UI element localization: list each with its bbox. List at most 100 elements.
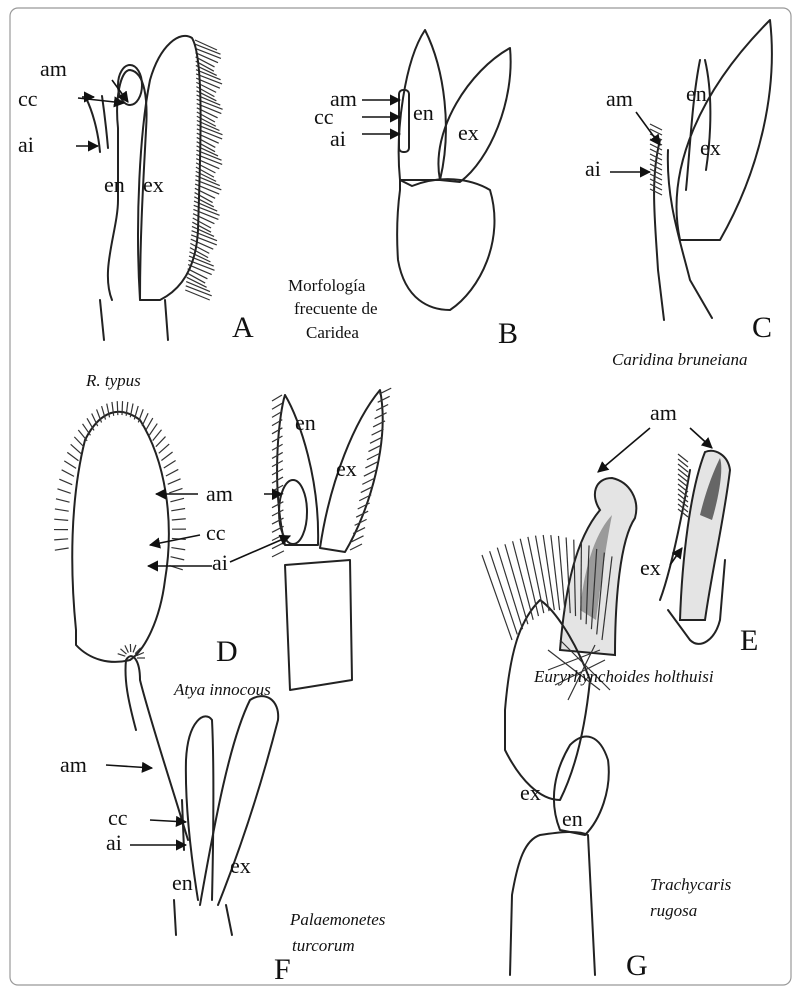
seta-line: [78, 430, 87, 441]
species-f-line1: Palaemonetes: [289, 910, 386, 929]
label-b-am: am: [330, 86, 357, 111]
protopod-d: [285, 560, 352, 690]
seta-line: [375, 413, 387, 419]
seta-line: [56, 499, 70, 502]
seta-line: [272, 395, 282, 401]
label-f-ai: ai: [106, 830, 122, 855]
seta-line: [54, 519, 68, 520]
panel-letter-a: A: [232, 311, 254, 344]
seta-line: [122, 401, 123, 415]
seta-line: [170, 498, 184, 501]
seta-line: [650, 179, 662, 185]
seta-line: [358, 503, 370, 509]
species-g-line2: rugosa: [650, 901, 697, 920]
label-d-cc: cc: [206, 520, 226, 545]
seta-line: [159, 444, 169, 453]
seta-line: [191, 239, 213, 249]
seta-line: [367, 454, 379, 460]
seta-line: [353, 528, 365, 534]
seta-line: [64, 461, 76, 469]
label-d-en: en: [295, 410, 316, 435]
seta-line: [188, 269, 208, 279]
seta-line: [54, 539, 68, 540]
panel-letter-d: D: [216, 635, 238, 668]
seta-line: [118, 654, 126, 656]
seta-line: [112, 402, 114, 416]
appendix-interna-f: [182, 800, 184, 850]
seta-line: [169, 488, 182, 493]
seta-line: [370, 437, 382, 443]
drawing-b: [397, 30, 510, 310]
seta-line: [120, 649, 126, 654]
species-c: Caridina bruneiana: [612, 350, 748, 369]
seta-line: [161, 452, 172, 460]
seta-line: [490, 551, 518, 634]
seta-line: [171, 548, 185, 550]
seta-line: [650, 189, 662, 195]
seta-line: [581, 542, 582, 620]
panel-letter-g: G: [626, 949, 648, 982]
seta-line: [74, 437, 84, 447]
note-b-line3: Caridea: [306, 323, 359, 342]
drawing-e: [560, 451, 730, 655]
species-d: Atya innocous: [173, 680, 271, 699]
seta-line: [364, 470, 376, 476]
seta-line: [378, 396, 390, 402]
seta-line: [190, 243, 209, 253]
seta-line: [650, 124, 662, 130]
exopod-b: [438, 48, 510, 182]
label-a-ai: ai: [18, 132, 34, 157]
label-a-cc: cc: [18, 86, 38, 111]
seta-line: [650, 174, 662, 180]
appendix-interna-a: [86, 96, 108, 152]
seta-line: [350, 544, 362, 550]
label-b-ai: ai: [330, 126, 346, 151]
peduncle-a: [100, 300, 168, 340]
seta-line: [87, 418, 94, 430]
label-g-ex: ex: [520, 780, 541, 805]
seta-line: [193, 209, 218, 219]
seta-line: [146, 418, 153, 430]
label-c-ex: ex: [700, 135, 721, 160]
seta-line: [482, 555, 512, 640]
seta-line: [156, 437, 166, 447]
seta-line: [153, 430, 162, 441]
arrow-d-ai-right: [230, 536, 290, 562]
label-f-en: en: [172, 870, 193, 895]
panel-letter-e: E: [740, 624, 758, 657]
seta-line: [57, 489, 70, 493]
label-a-ex: ex: [143, 172, 164, 197]
seta-line: [171, 508, 185, 510]
arrow-e-am-left: [598, 428, 650, 472]
seta-line: [117, 401, 118, 415]
seta-line: [272, 551, 284, 557]
endopod-c: [686, 60, 710, 190]
seta-line: [55, 509, 69, 511]
seta-line: [193, 218, 211, 228]
note-b-line2: frecuente de: [294, 299, 378, 318]
species-a: R. typus: [85, 371, 141, 390]
species-g-line1: Trachycaris: [650, 875, 732, 894]
panel-letter-f: F: [274, 953, 291, 986]
label-b-en: en: [413, 100, 434, 125]
seta-line: [142, 413, 148, 426]
species-f-line2: turcorum: [292, 936, 355, 955]
label-f-ex: ex: [230, 853, 251, 878]
seta-line: [558, 536, 564, 611]
label-b-ex: ex: [458, 120, 479, 145]
arrow-c-am: [636, 112, 660, 145]
label-a-am: am: [40, 56, 67, 81]
seta-line: [172, 519, 186, 520]
seta-line: [185, 290, 210, 300]
drawing-c: [650, 20, 772, 320]
note-b-line1: Morfología: [288, 276, 366, 295]
label-g-en: en: [562, 806, 583, 831]
seta-line: [71, 444, 81, 453]
seta-line: [168, 479, 181, 485]
panel-letter-b: B: [498, 317, 518, 350]
arrow-f-am: [106, 765, 152, 768]
protopod-g: [510, 832, 595, 975]
seta-line: [365, 462, 377, 468]
